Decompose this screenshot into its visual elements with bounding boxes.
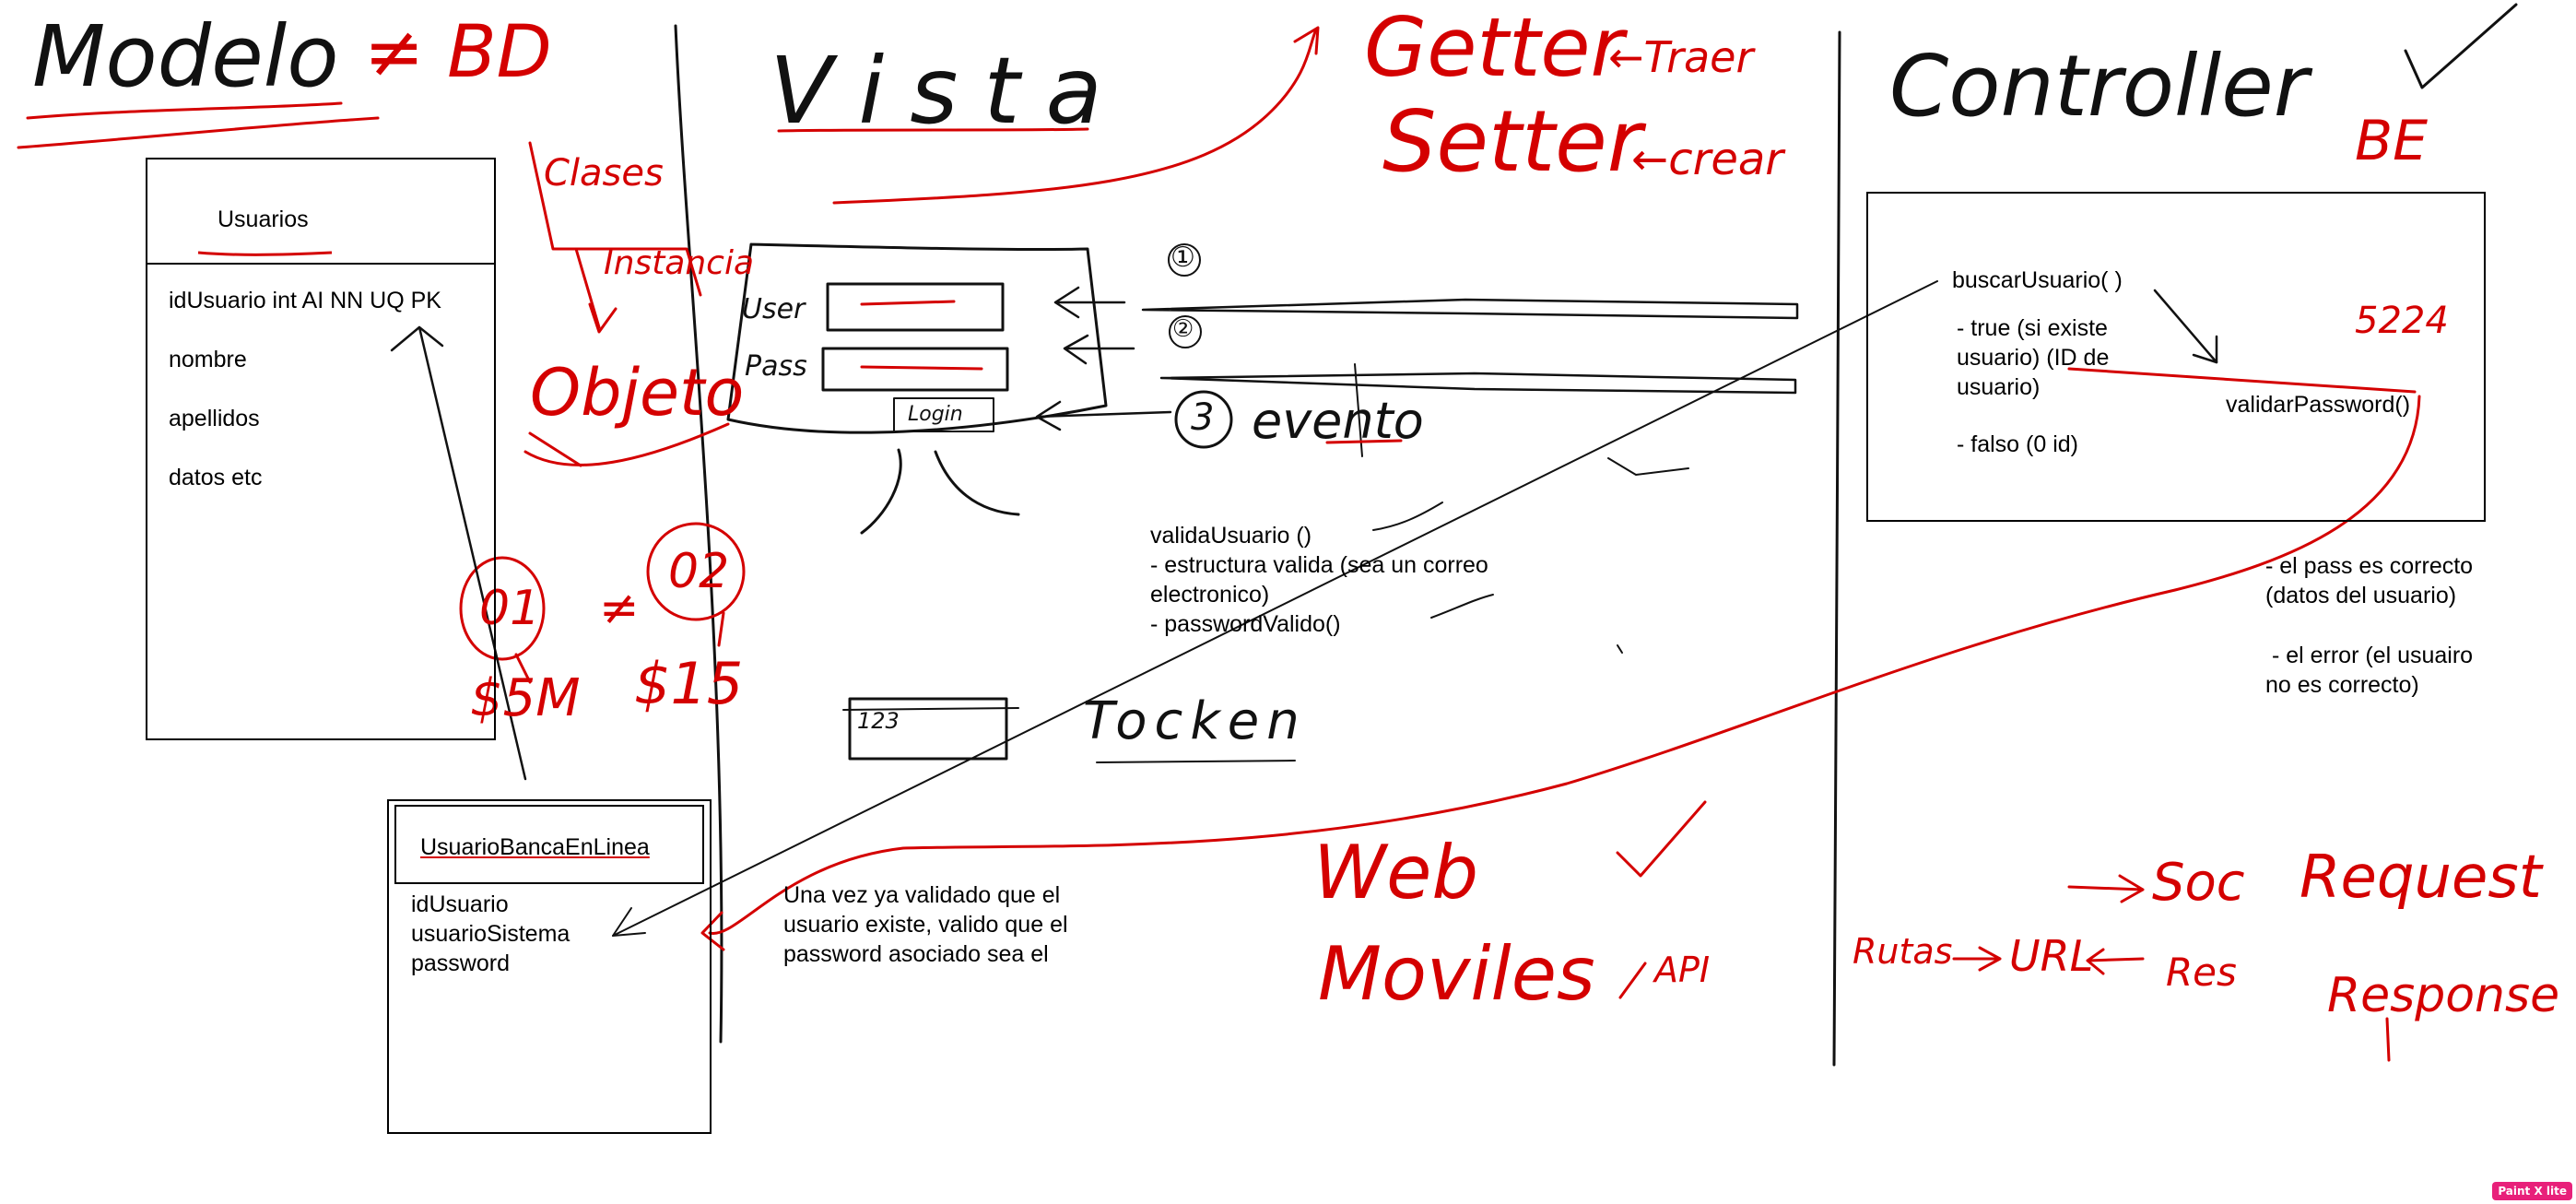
note-objeto: Objeto (530, 355, 745, 431)
note-traer: ←Traer (1608, 32, 1754, 82)
usuarios-field-0: idUsuario int AI NN UQ PK (169, 288, 441, 313)
controller-validar: validarPassword() (2226, 392, 2411, 418)
note-setter: Setter (1382, 92, 1642, 191)
note-code: 5224 (2355, 300, 2449, 342)
modelo-underline (26, 101, 343, 120)
mark-2: ② (1172, 315, 1194, 343)
banca-header (394, 805, 704, 884)
note-getter: Getter (1364, 0, 1624, 95)
mark-1: ① (1170, 242, 1195, 274)
controller-method: buscarUsuario( ) (1952, 267, 2123, 293)
divider-right (1832, 30, 1841, 1067)
pass-input (821, 347, 1009, 392)
relation-arrow (418, 325, 527, 781)
login-label: Login (908, 403, 963, 426)
red-validation-curve (708, 395, 2421, 935)
checkmark-top (2404, 3, 2518, 89)
note-soc: Soc (2152, 853, 2245, 913)
note-crear: ←crear (1631, 134, 1784, 185)
banca-title: UsuarioBancaEnLinea (420, 834, 650, 860)
note-obj1: 01 (479, 581, 541, 636)
login-button (893, 397, 994, 432)
modelo-underline-2 (17, 116, 380, 149)
user-input (826, 282, 1005, 332)
note-tocken: Tocken (1083, 691, 1307, 751)
note-money2: $15 (634, 650, 744, 717)
heading-controller: Controller (1889, 37, 2309, 136)
note-request: Request (2300, 844, 2542, 912)
usuarios-field-1: nombre (169, 347, 247, 372)
note-url: URL (2009, 931, 2094, 981)
usuarios-header (147, 159, 494, 265)
note-obj2: 02 (668, 544, 730, 599)
note-api: API (1654, 950, 1711, 990)
heading-modelo: Modelo (32, 7, 339, 106)
note-instancia: Instancia (604, 244, 755, 282)
controller-true-text: - true (si existe usuario) (ID de usuari… (1957, 315, 2110, 400)
note-evento: evento (1252, 392, 1424, 450)
heading-be: BE (2355, 109, 2429, 173)
banca-table (387, 799, 712, 1134)
note-neq: ≠ (599, 581, 640, 636)
app-badge: Paint X lite (2492, 1182, 2572, 1200)
controller-to-table-line (612, 280, 1938, 937)
vista-underline (777, 127, 1089, 133)
clases-box (528, 141, 702, 297)
pass-label: Pass (745, 350, 807, 383)
usuarios-field-3: datos etc (169, 465, 263, 490)
note-clases: Clases (544, 152, 664, 195)
usuarios-table (146, 158, 496, 740)
note-res: Res (2166, 950, 2237, 995)
pass-error-note: - el error (el usuairo no es correcto) (2265, 643, 2474, 698)
usuarios-title-underline (197, 251, 333, 256)
event-circle (1174, 390, 1233, 449)
heading-neq-bd: ≠ BD (364, 11, 552, 94)
banca-field-2: password (411, 950, 510, 976)
mark-3: 3 (1191, 396, 1215, 439)
wedge-1 (1141, 298, 1799, 320)
token-box (848, 697, 1008, 761)
controller-false-text: - falso (0 id) (1957, 431, 2078, 457)
note-response: Response (2327, 968, 2560, 1023)
heading-vista: Vista (770, 37, 1128, 145)
valida-usuario-note: validaUsuario () - estructura valida (se… (1150, 523, 1488, 637)
obj2-circle (646, 522, 746, 621)
login-frame (726, 242, 1108, 434)
obj1-circle (459, 556, 546, 661)
note-web: Web (1313, 830, 1479, 915)
user-label: User (742, 293, 806, 325)
divider-left (674, 24, 723, 1044)
pass-correct-note: - el pass es correcto (datos del usuario… (2265, 553, 2474, 608)
vista-to-getter-arrow (832, 28, 1318, 205)
usuarios-field-2: apellidos (169, 406, 260, 431)
token-digits: 123 (857, 708, 900, 734)
note-money1: $5M (470, 668, 581, 728)
note-rutas: Rutas (1853, 931, 1953, 972)
usuarios-title: Usuarios (218, 207, 309, 232)
banca-field-0: idUsuario (411, 891, 509, 917)
banca-field-1: usuarioSistema (411, 921, 570, 947)
una-vez-note: Una vez ya validado que el usuario exist… (783, 882, 1068, 967)
controller-box (1866, 192, 2486, 522)
pass-correct-dash: - (2265, 553, 2274, 579)
note-moviles: Moviles (1318, 931, 1595, 1017)
wedge-2 (1159, 372, 1797, 395)
